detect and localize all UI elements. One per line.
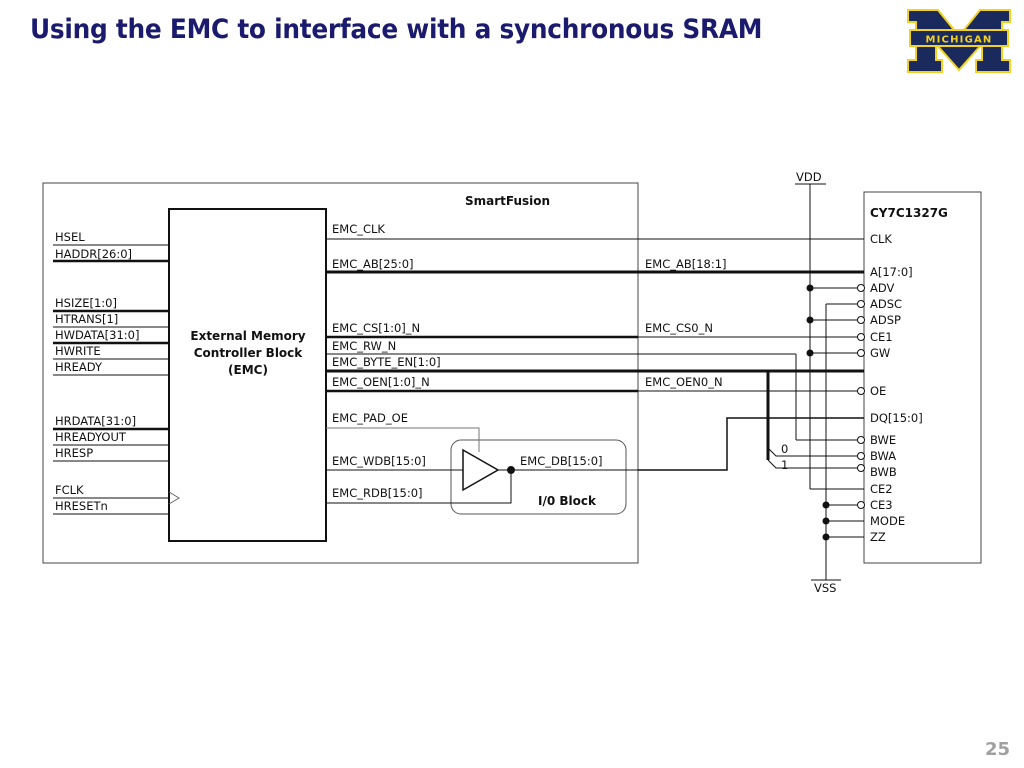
active-low-bubble-icon xyxy=(857,284,865,292)
ahb-signal: FCLK xyxy=(55,483,84,497)
ahb-signal: HREADYOUT xyxy=(55,430,127,444)
active-low-bubble-icon xyxy=(857,436,865,444)
junction-dot xyxy=(806,284,814,292)
sram-pin: CE3 xyxy=(870,498,893,512)
emc-signal: EMC_CLK xyxy=(332,222,385,236)
sram-pin: CE1 xyxy=(870,330,893,344)
vdd-label: VDD xyxy=(796,170,822,184)
smartfusion-box xyxy=(42,182,639,564)
io-block-label: I/0 Block xyxy=(538,494,597,508)
sram-pin: ADV xyxy=(870,281,895,295)
logo-text: MICHIGAN xyxy=(925,35,992,46)
smartfusion-label: SmartFusion xyxy=(465,194,550,208)
tristate-buffer-icon xyxy=(462,448,500,492)
ahb-signal: HRDATA[31:0] xyxy=(55,414,136,428)
emc-signal: EMC_AB[25:0] xyxy=(332,257,414,271)
sram-pin: MODE xyxy=(870,514,905,528)
sram-pin: DQ[15:0] xyxy=(870,411,923,425)
net-ab: EMC_AB[18:1] xyxy=(645,257,727,271)
vss-label: VSS xyxy=(814,581,836,595)
emc-signal: EMC_PAD_OE xyxy=(332,411,408,425)
active-low-bubble-icon xyxy=(857,300,865,308)
ahb-signal: HSEL xyxy=(55,230,85,244)
active-low-bubble-icon xyxy=(857,501,865,509)
sram-pin: OE xyxy=(870,384,886,398)
sram-pin: CLK xyxy=(870,232,892,246)
sram-pin: GW xyxy=(870,346,890,360)
sram-box xyxy=(863,191,982,564)
ahb-signal: HREADY xyxy=(55,360,103,374)
active-low-bubble-icon xyxy=(857,349,865,357)
ahb-signal: HWDATA[31:0] xyxy=(55,328,139,342)
junction-dot xyxy=(822,501,830,509)
page-number: 25 xyxy=(984,739,1010,760)
io-block xyxy=(450,439,627,515)
sram-pin: ADSP xyxy=(870,313,901,327)
clock-triangle-icon xyxy=(168,491,180,505)
sram-pin: BWB xyxy=(870,465,897,479)
net-cs0: EMC_CS0_N xyxy=(645,321,713,335)
active-low-bubble-icon xyxy=(857,316,865,324)
active-low-bubble-icon xyxy=(857,464,865,472)
sram-pin: CE2 xyxy=(870,482,893,496)
emc-block-line3: (EMC) xyxy=(228,363,268,377)
junction-dot xyxy=(507,466,515,474)
sram-pin: ZZ xyxy=(870,530,886,544)
net-oen0: EMC_OEN0_N xyxy=(645,375,723,389)
sram-pin: ADSC xyxy=(870,297,902,311)
sram-pin: BWA xyxy=(870,449,896,463)
emc-signal: EMC_RDB[15:0] xyxy=(332,486,423,500)
slide-title: Using the EMC to interface with a synchr… xyxy=(30,14,763,45)
net-byte1: 1 xyxy=(781,458,788,472)
ahb-signal: HRESETn xyxy=(55,499,108,513)
ahb-signal: HSIZE[1:0] xyxy=(55,296,117,310)
michigan-logo: MICHIGAN xyxy=(907,9,1011,73)
active-low-bubble-icon xyxy=(857,387,865,395)
emc-signal: EMC_OEN[1:0]_N xyxy=(332,375,430,389)
junction-dot xyxy=(806,316,814,324)
emc-block-line2: Controller Block xyxy=(194,346,304,360)
emc-signal: EMC_WDB[15:0] xyxy=(332,454,426,468)
ahb-signal: HTRANS[1] xyxy=(55,312,118,326)
ahb-signal: HADDR[26:0] xyxy=(55,247,132,261)
emc-signal: EMC_BYTE_EN[1:0] xyxy=(332,355,441,369)
sram-part-number: CY7C1327G xyxy=(870,206,948,220)
emc-signal: EMC_RW_N xyxy=(332,339,396,353)
sram-pin: A[17:0] xyxy=(870,265,913,279)
ahb-signal: HRESP xyxy=(55,446,93,460)
logo-banner xyxy=(909,29,1009,47)
io-db-signal: EMC_DB[15:0] xyxy=(520,454,603,468)
emc-block-line1: External Memory xyxy=(190,329,305,343)
junction-dot xyxy=(822,533,830,541)
junction-dot xyxy=(806,349,814,357)
emc-signal: EMC_CS[1:0]_N xyxy=(332,321,420,335)
junction-dot xyxy=(822,517,830,525)
active-low-bubble-icon xyxy=(857,333,865,341)
active-low-bubble-icon xyxy=(857,452,865,460)
sram-pin: BWE xyxy=(870,433,896,447)
ahb-signal: HWRITE xyxy=(55,344,101,358)
net-byte0: 0 xyxy=(781,442,788,456)
